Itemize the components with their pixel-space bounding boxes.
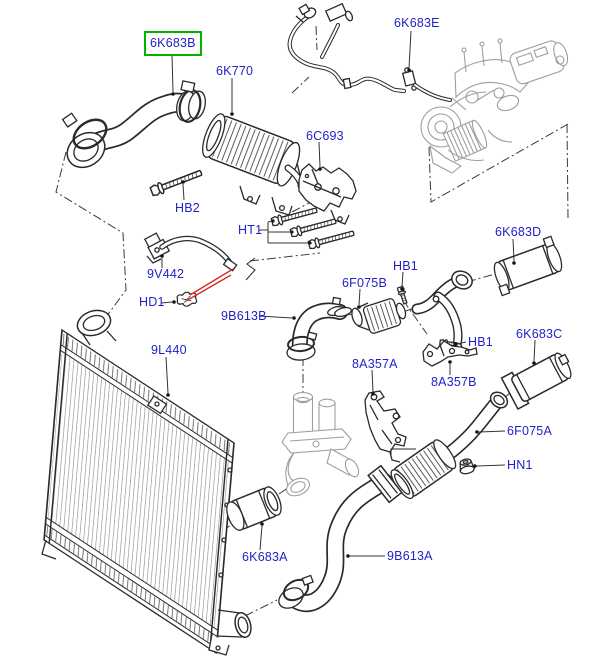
bolt-hb2 [148,166,204,198]
label-hb1-lower[interactable]: HB1 [468,335,493,349]
red-pointer-lines [185,268,234,302]
label-6k683b[interactable]: 6K683B [150,36,196,50]
label-hb2[interactable]: HB2 [175,201,200,215]
turbocharger-ghost [420,38,569,174]
hose-6k683b [61,80,206,169]
catalyst-6f075b [351,298,407,334]
throttle-body-ghost [281,391,360,497]
label-6f075b[interactable]: 6F075B [342,276,387,290]
intercooler-9l440 [41,309,252,656]
label-6k683c[interactable]: 6K683C [516,327,563,341]
sleeve-6k683c [500,352,572,410]
hose-9b613b [286,296,352,361]
label-9b613a[interactable]: 9B613A [387,549,433,563]
label-9b613b[interactable]: 9B613B [221,309,267,323]
label-6k683d[interactable]: 6K683D [495,225,542,239]
label-hd1[interactable]: HD1 [139,295,165,309]
hose-9b613a [278,464,403,613]
label-6c693[interactable]: 6C693 [306,129,344,143]
label-6k770[interactable]: 6K770 [216,64,254,78]
pipe-9v442 [143,232,238,272]
bracket-8a357a [364,390,416,463]
bracket-8a357b [422,340,478,367]
leader-lines [160,30,536,558]
label-hn1[interactable]: HN1 [507,458,533,472]
label-6k683e[interactable]: 6K683E [394,16,440,30]
sleeve-6k683d [493,235,563,297]
label-8a357a[interactable]: 8A357A [352,357,398,371]
pipe-6f075a [390,391,509,500]
sleeve-6k683a [226,486,282,531]
label-ht1[interactable]: HT1 [238,223,263,237]
pipe-6k683e [287,2,452,102]
highlight-box[interactable]: 6K683B [144,31,202,56]
label-9v442[interactable]: 9V442 [147,267,185,281]
label-9l440[interactable]: 9L440 [151,343,187,357]
bracket-6c693 [298,163,357,225]
label-6k683a[interactable]: 6K683A [242,550,288,564]
clip-hd1 [176,291,198,307]
label-6f075a[interactable]: 6F075A [507,424,552,438]
label-hb1-upper[interactable]: HB1 [393,259,418,273]
label-8a357b[interactable]: 8A357B [431,375,477,389]
nut-hn1 [457,457,476,476]
resonator-6k770 [201,113,307,216]
